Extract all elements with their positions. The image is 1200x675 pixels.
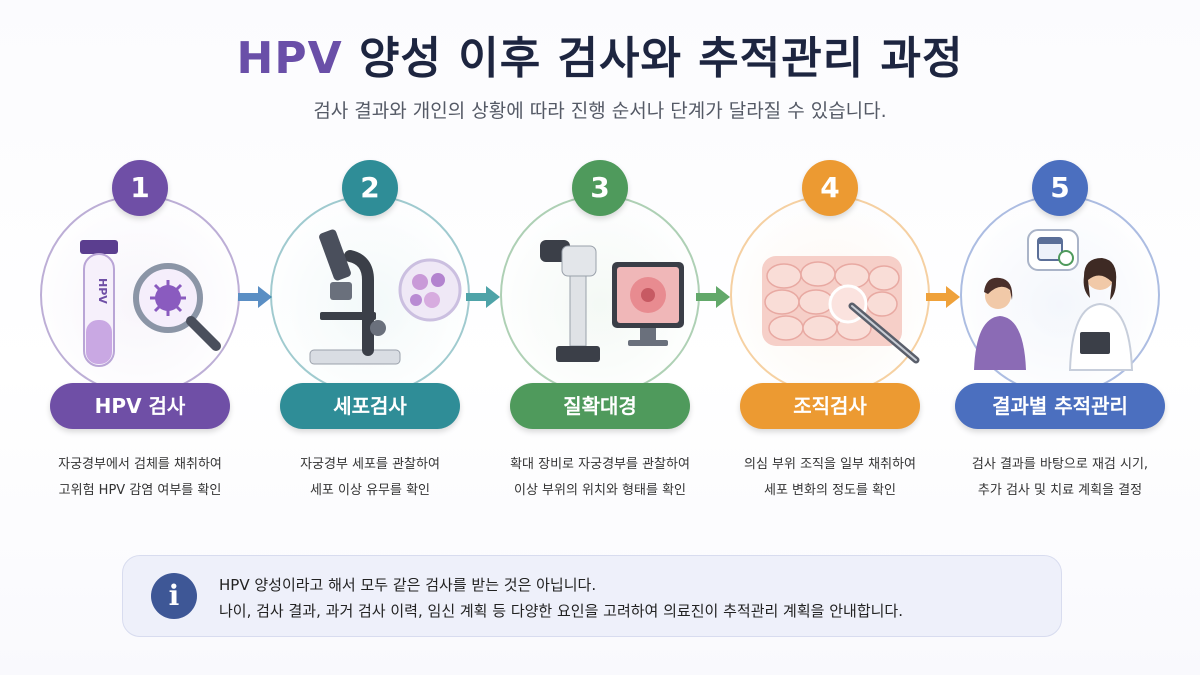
arrow-right-icon — [696, 286, 730, 308]
step-description: 자궁경부에서 검체를 채취하여 고위험 HPV 감염 여부를 확인 — [15, 452, 265, 504]
step-number: 1 — [112, 160, 168, 216]
step-5: 5 결과별 추적관리 검사 결과를 바탕으로 재검 시기, 추가 검사 및 치료… — [950, 0, 1170, 520]
info-note-line: 나이, 검사 결과, 과거 검사 이력, 임신 계획 등 다양한 요인을 고려하… — [219, 602, 903, 620]
step-description-line: 확대 장비로 자궁경부를 관찰하여 — [510, 457, 690, 472]
colposcope-icon — [540, 240, 684, 362]
step-1: 1 HPV HPV 검사 자궁경부에서 검체를 채취하여 고위험 HPV 감염 … — [30, 0, 250, 520]
page-title-accent: HPV — [236, 33, 343, 84]
step-description: 자궁경부 세포를 관찰하여 세포 이상 유무를 확인 — [245, 452, 495, 504]
step-3: 3 질확대경 확대 장비로 자궁경부를 관찰하여 이상 부위의 위치와 형태를 … — [490, 0, 710, 520]
step-description-line: 세포 변화의 정도를 확인 — [764, 483, 896, 498]
test-tube-magnifier-icon: HPV — [80, 240, 221, 367]
step-description-line: 이상 부위의 위치와 형태를 확인 — [513, 483, 686, 498]
page-title: HPV 양성 이후 검사와 추적관리 과정 — [0, 22, 1200, 86]
step-description-line: 고위험 HPV 감염 여부를 확인 — [58, 483, 222, 498]
step-number: 3 — [572, 160, 628, 216]
tube-label: HPV — [96, 278, 109, 304]
step-label: 결과별 추적관리 — [955, 383, 1165, 429]
step-description-line: 검사 결과를 바탕으로 재검 시기, — [971, 457, 1149, 472]
biopsy-tissue-icon — [762, 256, 920, 364]
doctor-consultation-icon — [974, 229, 1134, 371]
step-label: 조직검사 — [740, 383, 920, 429]
arrow-right-icon — [926, 286, 960, 308]
step-2: 2 세포검사 자궁경부 세포를 관찰하여 세포 이상 유무를 확인 — [260, 0, 480, 520]
step-number: 4 — [802, 160, 858, 216]
arrow-right-icon — [466, 286, 500, 308]
step-number: 5 — [1032, 160, 1088, 216]
step-description: 의심 부위 조직을 일부 채취하여 세포 변화의 정도를 확인 — [705, 452, 955, 504]
page-subtitle: 검사 결과와 개인의 상황에 따라 진행 순서나 단계가 달라질 수 있습니다. — [313, 100, 887, 122]
step-description-line: 의심 부위 조직을 일부 채취하여 — [743, 457, 916, 472]
page-title-text: 양성 이후 검사와 추적관리 과정 — [342, 33, 964, 84]
step-description-line: 자궁경부 세포를 관찰하여 — [300, 457, 440, 472]
info-note: i HPV 양성이라고 해서 모두 같은 검사를 받는 것은 아닙니다. 나이,… — [122, 555, 1062, 637]
arrow-right-icon — [238, 286, 272, 308]
microscope-icon — [309, 229, 462, 365]
info-icon: i — [151, 573, 197, 619]
step-description: 확대 장비로 자궁경부를 관찰하여 이상 부위의 위치와 형태를 확인 — [475, 452, 725, 504]
step-label: HPV 검사 — [50, 383, 230, 429]
step-label: 세포검사 — [280, 383, 460, 429]
step-number: 2 — [342, 160, 398, 216]
step-description: 검사 결과를 바탕으로 재검 시기, 추가 검사 및 치료 계획을 결정 — [935, 452, 1185, 504]
info-note-line: HPV 양성이라고 해서 모두 같은 검사를 받는 것은 아닙니다. — [219, 576, 597, 594]
step-label: 질확대경 — [510, 383, 690, 429]
step-description-line: 추가 검사 및 치료 계획을 결정 — [977, 483, 1143, 498]
step-description-line: 자궁경부에서 검체를 채취하여 — [58, 457, 222, 472]
step-4: 4 조직검사 의심 부위 조직을 일부 채취하여 세포 변화의 정도를 확인 — [720, 0, 940, 520]
step-description-line: 세포 이상 유무를 확인 — [309, 483, 431, 498]
info-note-text: HPV 양성이라고 해서 모두 같은 검사를 받는 것은 아닙니다. 나이, 검… — [219, 572, 903, 624]
